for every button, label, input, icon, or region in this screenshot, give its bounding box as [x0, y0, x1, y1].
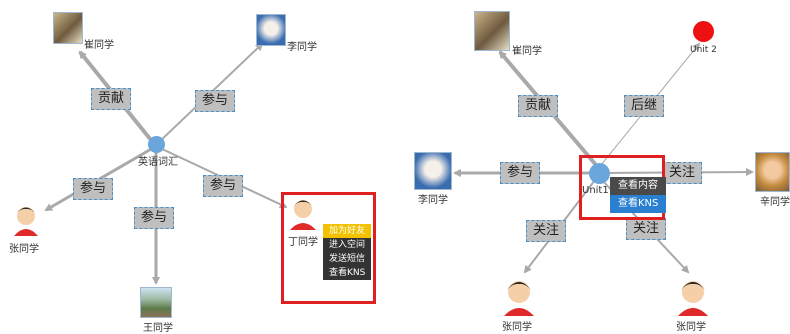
- edge-label-contribute-left: 贡献: [91, 88, 132, 110]
- label-li-right: 李同学: [418, 195, 448, 206]
- edge-label-successor-right: 后继: [624, 95, 665, 117]
- menu-item-view-kns-right[interactable]: 查看KNS: [610, 195, 667, 213]
- hub-english-vocab[interactable]: [148, 136, 165, 153]
- edge-label-join-right: 参与: [500, 162, 541, 184]
- label-hub-left: 英语词汇: [138, 157, 178, 168]
- label-cui-left: 崔同学: [84, 40, 114, 51]
- edge-label-follow-right: 关注: [662, 162, 703, 184]
- menu-item-enter-space[interactable]: 进入空间: [329, 240, 366, 250]
- photo-cui-right[interactable]: [474, 11, 510, 51]
- photo-xin-right[interactable]: [755, 152, 790, 192]
- edge-label-join-left-left: 参与: [73, 178, 114, 200]
- label-unit2: Unit 2: [690, 45, 717, 55]
- edge-label-join-top-left: 参与: [195, 90, 236, 112]
- avatar-zhang-left: [11, 203, 41, 236]
- label-cui-right: 崔同学: [512, 46, 542, 57]
- label-li-left: 李同学: [287, 42, 317, 53]
- label-wang-left: 王同学: [143, 323, 173, 334]
- highlight-box-left: [281, 192, 376, 304]
- photo-li-right[interactable]: [414, 152, 452, 190]
- edge-label-join-right-left: 参与: [203, 175, 244, 197]
- avatar-ding-left: [287, 195, 319, 230]
- context-menu-left: 加为好友 进入空间 发送短信 查看KNS: [323, 224, 372, 280]
- menu-item-view-kns-left[interactable]: 查看KNS: [329, 268, 366, 278]
- menu-item-send-sms[interactable]: 发送短信: [329, 254, 366, 264]
- photo-li-left[interactable]: [256, 14, 286, 46]
- hub-unit1[interactable]: [589, 163, 610, 184]
- label-hub-right: Unit1: [582, 185, 609, 196]
- label-ding-left: 丁同学: [288, 237, 318, 248]
- context-menu-right: 查看内容 查看KNS: [610, 177, 667, 213]
- menu-item-add-friend[interactable]: 加为好友: [323, 224, 372, 238]
- label-zhang-left: 张同学: [9, 244, 39, 255]
- unit2-node[interactable]: [693, 21, 714, 42]
- edge-label-join-bottom-left: 参与: [134, 207, 175, 229]
- avatar-zhang1-right: [501, 276, 537, 316]
- edge-label-contribute-right: 贡献: [518, 95, 559, 117]
- photo-wang-left[interactable]: [140, 287, 172, 318]
- label-zhang2-right: 张同学: [676, 322, 706, 333]
- menu-item-view-content[interactable]: 查看内容: [618, 180, 658, 191]
- edge-label-follow-bottom-right: 关注: [626, 218, 667, 240]
- avatar-zhang2-right: [675, 276, 711, 316]
- label-zhang1-right: 张同学: [502, 322, 532, 333]
- label-xin-right: 辛同学: [760, 197, 790, 208]
- photo-cui-left[interactable]: [53, 12, 83, 44]
- edge-label-follow-left-right: 关注: [526, 220, 567, 242]
